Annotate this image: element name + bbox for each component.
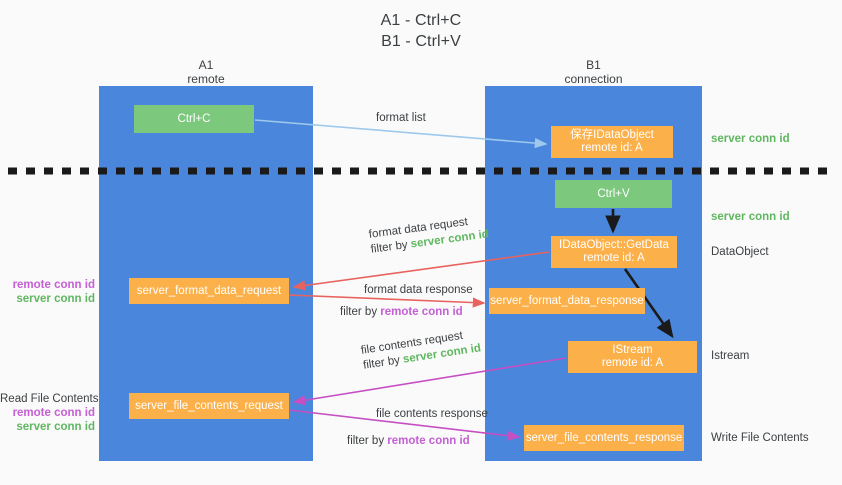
left-note-remote-conn-id-2: remote conn id xyxy=(12,407,95,419)
left-note-server-conn-id-1: server conn id xyxy=(16,293,95,305)
edge-label-file-contents-request: file contents request filter by server c… xyxy=(360,326,482,373)
title-line-2: B1 - Ctrl+V xyxy=(381,33,461,50)
edge-label-format-data-request: format data request filter by server con… xyxy=(368,212,490,257)
column-header-b1-role: connection xyxy=(564,72,623,86)
note-dataobject: DataObject xyxy=(711,246,769,258)
box-ctrl-v-label: Ctrl+V xyxy=(597,187,630,200)
box-istream-line2: remote id: A xyxy=(601,357,664,369)
box-ctrl-c-label: Ctrl+C xyxy=(177,112,211,125)
box-ctrl-c[interactable]: Ctrl+C xyxy=(134,105,254,133)
filter-by-text-4: filter by xyxy=(347,435,388,447)
remote-conn-id-2: remote conn id xyxy=(387,435,470,447)
box-server-format-data-response-label: server_format_data_response xyxy=(490,294,644,307)
column-header-b1: B1 connection xyxy=(485,58,702,86)
box-istream-line1: IStream xyxy=(612,344,653,356)
edge-label-format-data-response-text: format data response xyxy=(364,284,473,296)
note-write-file-contents: Write File Contents xyxy=(711,432,809,444)
left-note-server-conn-id-2: server conn id xyxy=(16,421,95,433)
remote-conn-id-1: remote conn id xyxy=(380,306,463,318)
box-server-file-contents-request-label: server_file_contents_request xyxy=(135,399,283,412)
edge-label-file-contents-response-text: file contents response xyxy=(376,408,488,420)
box-server-file-contents-request[interactable]: server_file_contents_request xyxy=(129,393,289,419)
column-header-a1: A1 remote xyxy=(99,58,313,86)
box-server-format-data-request[interactable]: server_format_data_request xyxy=(129,278,289,304)
edge-label-file-contents-response: file contents response xyxy=(376,407,488,422)
column-header-a1-role: remote xyxy=(187,72,225,86)
left-note-remote-conn-id-1: remote conn id xyxy=(12,279,95,291)
box-idataobject-line2: remote id: A xyxy=(581,142,643,154)
box-server-file-contents-response-label: server_file_contents_response xyxy=(525,431,683,444)
left-note-read-file-contents: Read File Contents remote conn id server… xyxy=(0,392,99,434)
note-istream: Istream xyxy=(711,350,750,362)
column-header-a1-name: A1 xyxy=(198,58,214,72)
box-idataobject-line1: 保存IDataObject xyxy=(570,129,654,141)
edge-label-format-list-text: format list xyxy=(376,112,426,124)
box-server-format-data-request-label: server_format_data_request xyxy=(136,284,282,297)
note-server-conn-id-top: server conn id xyxy=(711,133,790,145)
filter-by-text-2: filter by xyxy=(340,306,381,318)
box-getdata-line1: IDataObject::GetData xyxy=(559,239,669,251)
box-idataobject-text: 保存IDataObject remote id: A xyxy=(570,129,654,155)
box-server-file-contents-response[interactable]: server_file_contents_response xyxy=(524,425,684,451)
box-getdata-line2: remote id: A xyxy=(583,252,645,264)
title-line-1: A1 - Ctrl+C xyxy=(380,12,462,29)
box-server-format-data-response[interactable]: server_format_data_response xyxy=(489,288,645,314)
edge-label-file-contents-response-filter: filter by remote conn id xyxy=(347,434,470,449)
page-title: A1 - Ctrl+C B1 - Ctrl+V xyxy=(0,10,842,52)
left-note-format-conn-ids: remote conn id server conn id xyxy=(0,278,95,306)
edge-label-format-data-response: format data response xyxy=(364,283,473,298)
box-ctrl-v[interactable]: Ctrl+V xyxy=(555,180,672,208)
box-getdata-text: IDataObject::GetData remote id: A xyxy=(559,239,669,265)
column-header-b1-name: B1 xyxy=(586,58,601,72)
note-server-conn-id-mid: server conn id xyxy=(711,211,790,223)
box-idataobject[interactable]: 保存IDataObject remote id: A xyxy=(551,126,673,158)
box-idataobject-getdata[interactable]: IDataObject::GetData remote id: A xyxy=(551,236,677,268)
filter-by-text-1: filter by xyxy=(370,238,412,256)
edge-label-format-data-response-filter: filter by remote conn id xyxy=(340,305,463,320)
left-note-read-file-contents-title: Read File Contents xyxy=(0,393,99,405)
box-istream-text: IStream remote id: A xyxy=(602,344,663,370)
box-istream[interactable]: IStream remote id: A xyxy=(568,341,697,373)
edge-label-format-list: format list xyxy=(376,111,426,126)
